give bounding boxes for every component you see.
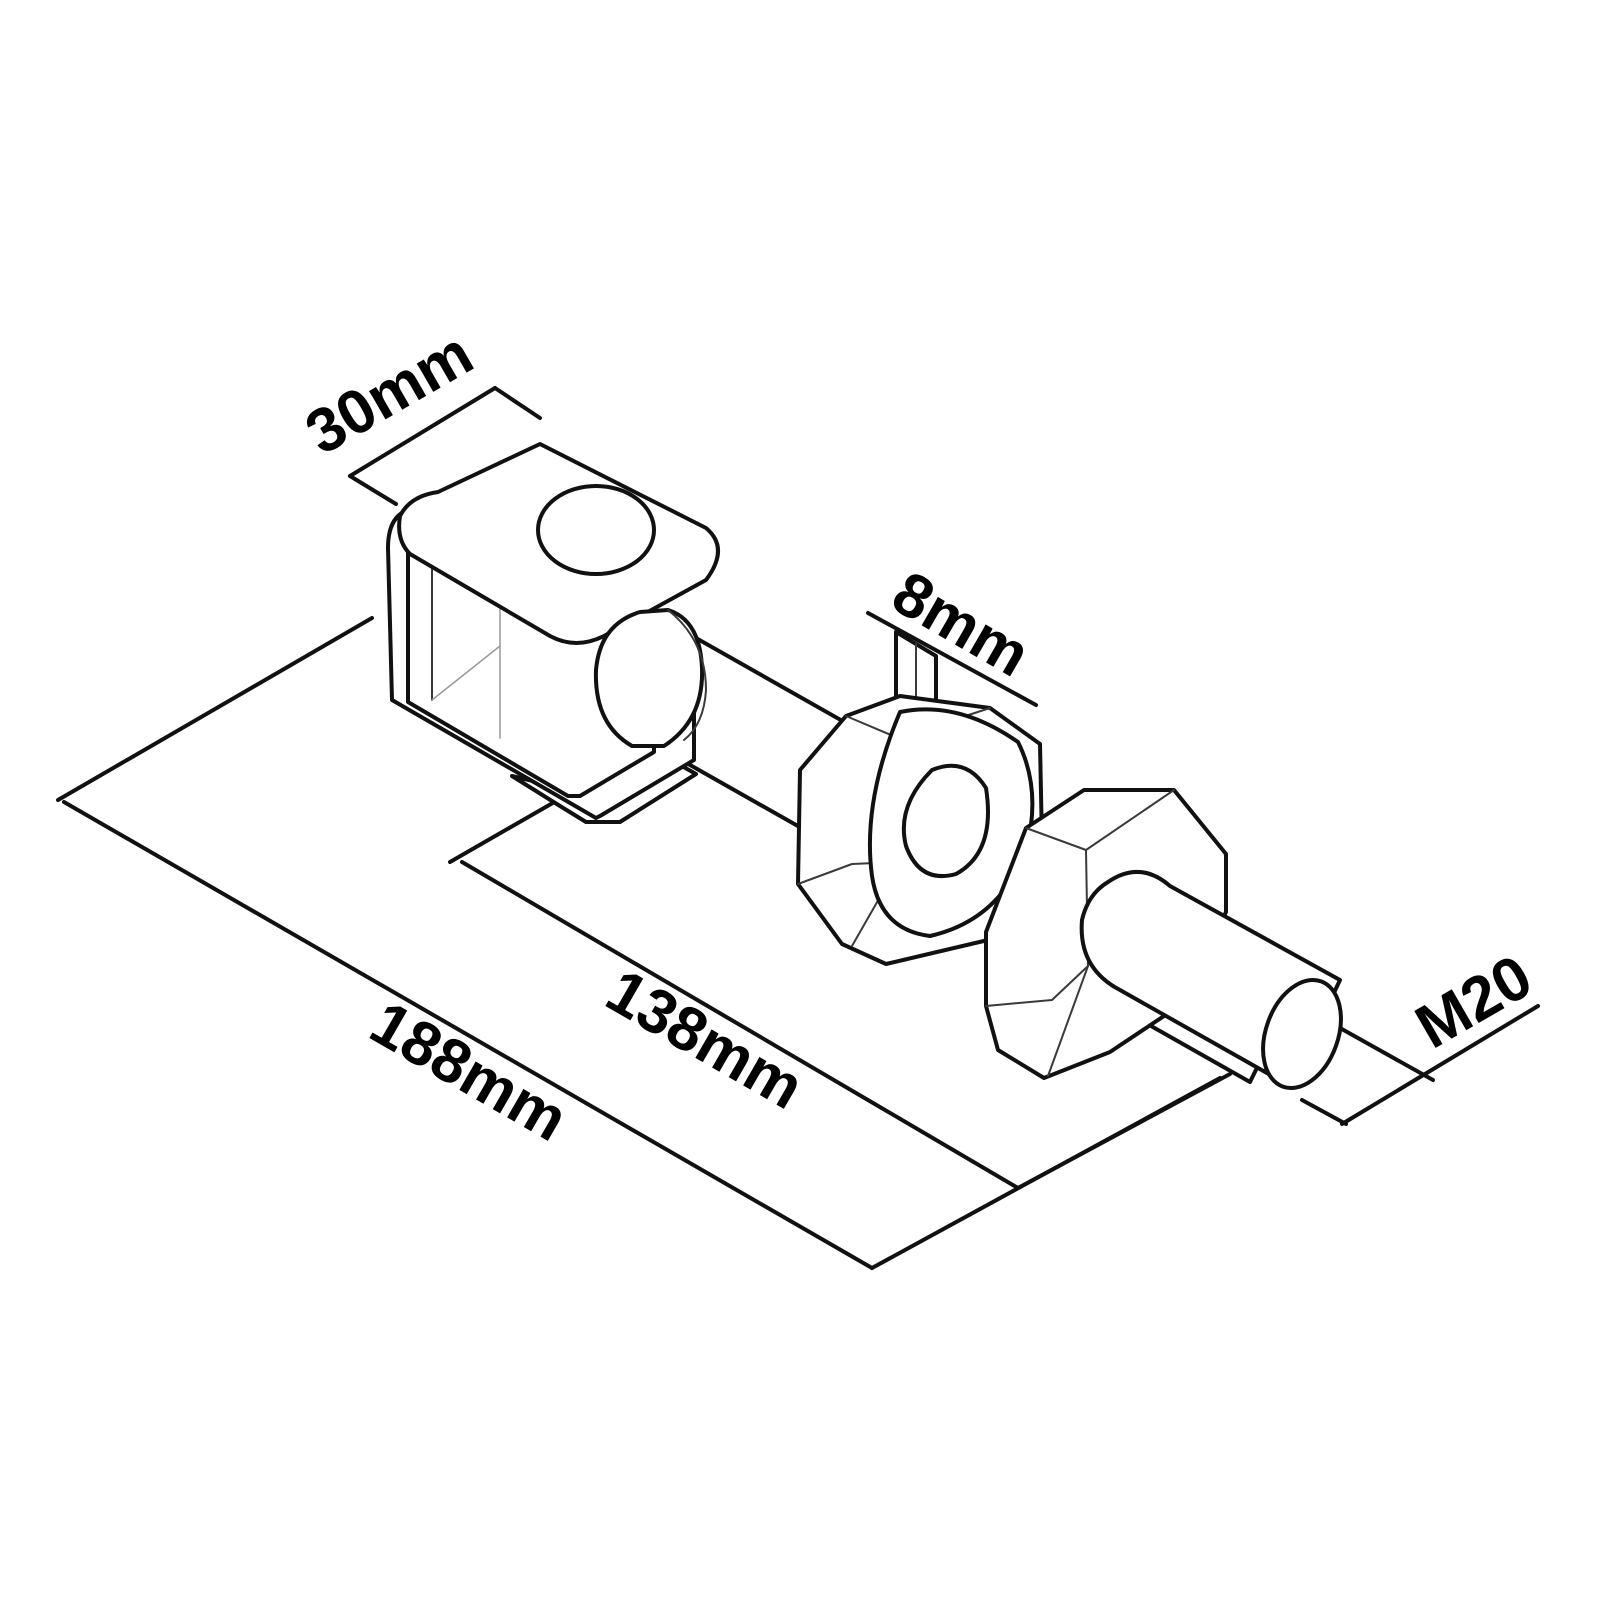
width-dimension-label: 30mm [295, 319, 485, 468]
shank-dimension-label: 138mm [595, 956, 815, 1123]
hex-nut-outer [984, 788, 1343, 1091]
overall-dimension-label: 188mm [359, 988, 579, 1155]
hex-nut-inner [796, 694, 1044, 966]
dimension-lines [56, 386, 1540, 1270]
hinge-eye-bracket [386, 442, 720, 824]
